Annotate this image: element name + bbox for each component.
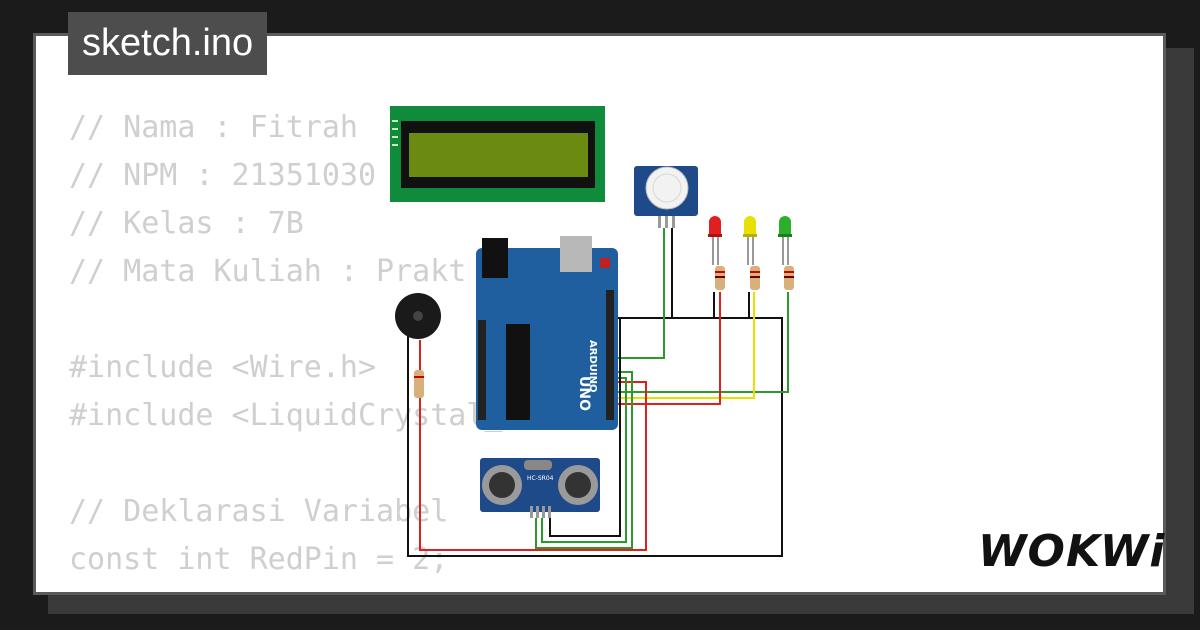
code-line: // Kelas : 7B bbox=[69, 206, 304, 241]
lcd-display bbox=[390, 106, 605, 202]
pir-sensor bbox=[634, 166, 698, 228]
code-line: const int YellowPin = 3; bbox=[69, 584, 611, 592]
led-red bbox=[708, 216, 725, 290]
ultrasonic-sensor: HC-SR04 bbox=[480, 458, 600, 518]
wire-yellow-led bbox=[612, 292, 755, 399]
file-tab[interactable]: sketch.ino bbox=[68, 12, 268, 75]
led-yellow bbox=[743, 216, 760, 290]
code-line: // Deklarasi Variabel bbox=[69, 494, 449, 529]
wire-red-buzzer bbox=[419, 340, 647, 551]
led-green bbox=[778, 216, 794, 290]
wires bbox=[407, 228, 789, 557]
code-line: // NPM : 21351030 bbox=[69, 158, 377, 193]
wire-green-sonar-b bbox=[541, 377, 627, 543]
buzzer bbox=[395, 293, 441, 398]
ultrasonic-label: HC-SR04 bbox=[527, 475, 554, 482]
code-preview: // Nama : Fitrah // NPM : 21351030 // Kela… bbox=[69, 104, 611, 592]
arduino-brand: ARDUINO bbox=[587, 340, 598, 392]
wire-black-gnd-bus bbox=[407, 310, 783, 557]
arduino-uno: ARDUINO UNO bbox=[476, 236, 618, 430]
wokwi-logo: WOKWi bbox=[978, 526, 1166, 577]
code-line: #include <Wire.h> bbox=[69, 350, 377, 385]
wire-red-led bbox=[612, 292, 721, 405]
wire-green-led bbox=[612, 292, 789, 393]
code-line: #include <LiquidCrystal_I2C.h> bbox=[69, 398, 611, 433]
code-line: // Nama : Fitrah bbox=[69, 110, 358, 145]
wire-green-sonar-a bbox=[535, 371, 633, 549]
code-line: // Mata Kuliah : Prakt IOT bbox=[69, 254, 611, 289]
arduino-model: UNO bbox=[576, 376, 592, 411]
wire-green-pir bbox=[612, 228, 665, 359]
code-line: const int RedPin = 2; bbox=[69, 542, 449, 577]
wire-black-sonar bbox=[549, 318, 621, 537]
